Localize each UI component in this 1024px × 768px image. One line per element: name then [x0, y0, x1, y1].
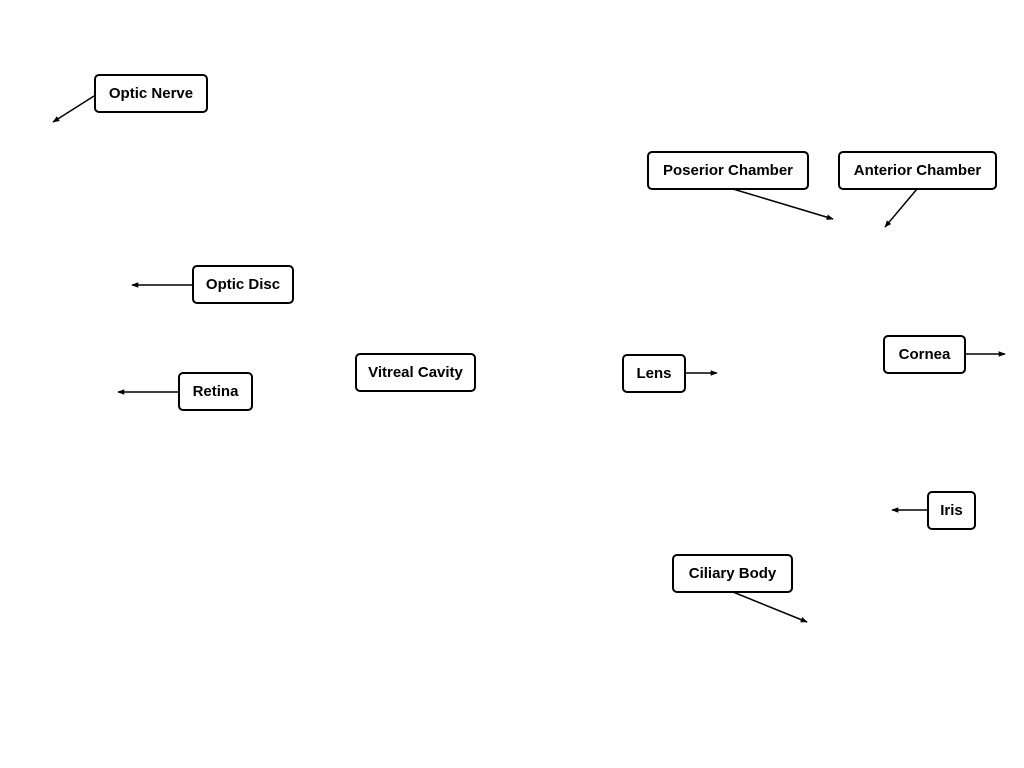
posterior-chamber-label: Poserior Chamber [647, 151, 809, 190]
ciliary-body-arrow [732, 591, 808, 623]
optic-nerve-label: Optic Nerve [94, 74, 208, 113]
lens-label: Lens [622, 354, 686, 393]
iris-label: Iris [927, 491, 976, 530]
cornea-label: Cornea [883, 335, 966, 374]
anterior-chamber-label: Anterior Chamber [838, 151, 997, 190]
vitreal-cavity-label: Vitreal Cavity [355, 353, 476, 392]
posterior-chamber-arrow [732, 188, 834, 220]
retina-label: Retina [178, 372, 253, 411]
optic-disc-label: Optic Disc [192, 265, 294, 304]
anterior-chamber-arrow [884, 188, 918, 228]
optic-nerve-arrow [52, 95, 95, 123]
ciliary-body-label: Ciliary Body [672, 554, 793, 593]
